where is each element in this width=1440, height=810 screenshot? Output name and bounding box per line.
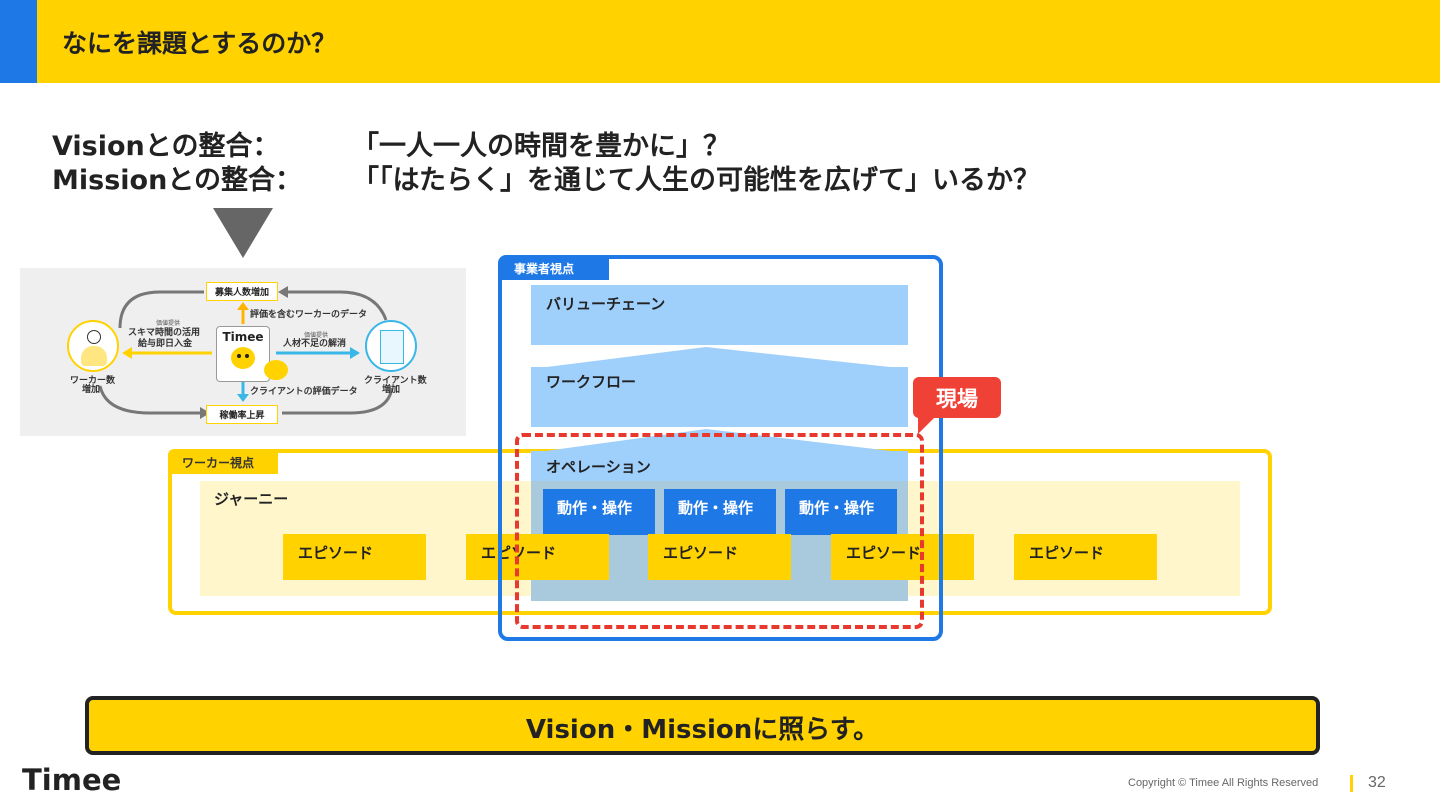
- header-accent: [0, 0, 37, 83]
- coin-icon: [264, 360, 288, 380]
- funnel-shape-2: [531, 429, 908, 453]
- mission-value: 「「はたらく」を通じて人生の可能性を広げて」いるか？: [352, 165, 1040, 196]
- business-cycle-image: 募集人数増加 稼働率上昇 Timee 価値提供 スキマ時間の活用 給与即日入金 …: [20, 268, 466, 436]
- value-provide-left: 価値提供: [156, 320, 181, 327]
- genba-highlight-area: [515, 433, 924, 629]
- action-box-3: 動作・操作: [785, 489, 897, 535]
- client-caption-line-1: クライアント数: [364, 376, 427, 386]
- utilization-increase-box: 稼働率上昇: [206, 405, 278, 424]
- conclusion-banner: Vision・Missionに照らす。: [85, 696, 1320, 755]
- value-chain-box: [531, 285, 908, 345]
- value-provide-right: 価値提供: [304, 332, 329, 339]
- mascot-icon: [231, 347, 255, 369]
- funnel-shape-1: [531, 347, 908, 369]
- building-icon: [380, 330, 404, 364]
- workflow-box: [531, 367, 908, 427]
- worker-data-label: 評価を含むワーカーのデータ: [250, 310, 368, 320]
- business-perspective-frame: [498, 255, 943, 641]
- page-title: なにを課題とするのか？: [62, 29, 337, 58]
- episode-box-3: エピソード: [648, 534, 791, 580]
- footer-separator: [1350, 775, 1353, 792]
- vision-value: 「一人一人の時間を豊かに」？: [352, 131, 730, 162]
- vision-label: Visionとの整合：: [52, 131, 280, 162]
- right-value-text: 人材不足の解消: [283, 339, 347, 349]
- worker-perspective-tag: ワーカー視点: [168, 449, 278, 474]
- left-value-line-1: スキマ時間の活用: [128, 328, 201, 338]
- worker-circle: [67, 320, 119, 372]
- timee-logo-text: Timee: [222, 330, 264, 344]
- action-box-1: 動作・操作: [543, 489, 655, 535]
- episode-box-1: エピソード: [283, 534, 426, 580]
- header-bar: [0, 0, 1440, 83]
- operation-label: オペレーション: [546, 458, 651, 476]
- recruit-increase-box: 募集人数増加: [206, 282, 278, 301]
- page-number: 32: [1368, 774, 1386, 791]
- left-value-line-2: 給与即日入金: [138, 339, 193, 349]
- mission-label: Missionとの整合：: [52, 165, 303, 196]
- footer-logo: Timee: [22, 763, 122, 797]
- genba-callout: 現場: [913, 377, 1001, 418]
- copyright-text: Copyright © Timee All Rights Reserved: [1128, 777, 1319, 789]
- worker-caption-line-1: ワーカー数: [70, 376, 116, 386]
- business-perspective-tag: 事業者視点: [498, 255, 609, 280]
- worker-person-icon: [87, 330, 101, 344]
- client-data-label: クライアントの評価データ: [250, 387, 358, 397]
- value-chain-label: バリューチェーン: [546, 295, 666, 313]
- worker-caption-line-2: 増加: [82, 385, 101, 395]
- client-caption-line-2: 増加: [382, 385, 401, 395]
- client-circle: [365, 320, 417, 372]
- episode-box-5: エピソード: [1014, 534, 1157, 580]
- workflow-label: ワークフロー: [546, 373, 637, 391]
- action-box-2: 動作・操作: [664, 489, 776, 535]
- cycle-arrows: [98, 286, 394, 419]
- timee-logo-card: Timee: [216, 326, 270, 382]
- episode-box-4: エピソード: [831, 534, 974, 580]
- down-triangle-icon: [213, 208, 273, 258]
- operation-header-band: [531, 451, 908, 481]
- journey-label: ジャーニー: [214, 490, 289, 508]
